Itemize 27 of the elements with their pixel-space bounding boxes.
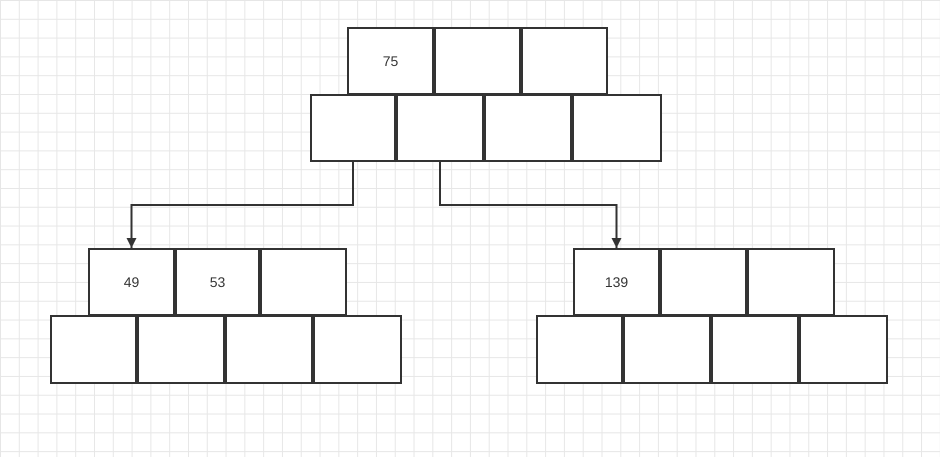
key-cell — [175, 248, 260, 316]
pointer-cell — [434, 27, 521, 95]
pointer-cell — [396, 94, 484, 162]
pointer-cell — [521, 27, 608, 95]
arrow — [439, 162, 622, 248]
key-value: 49 — [124, 274, 140, 290]
pointer-cell — [536, 315, 623, 384]
pointer-cell — [747, 248, 835, 316]
key-cell — [88, 248, 175, 316]
key-value: 139 — [604, 274, 628, 290]
key-value: 53 — [210, 274, 226, 290]
pointer-cell — [799, 315, 888, 384]
pointer-cell — [572, 94, 662, 162]
pointer-cell — [711, 315, 799, 384]
key-cell — [573, 248, 660, 316]
arrow — [126, 162, 354, 248]
pointer-cell — [484, 94, 572, 162]
key-cell — [347, 27, 434, 95]
pointer-cell — [260, 248, 347, 316]
pointer-cell — [623, 315, 711, 384]
pointer-cell — [313, 315, 402, 384]
pointer-cell — [50, 315, 137, 384]
pointer-cell — [310, 94, 396, 162]
pointer-cell — [225, 315, 313, 384]
pointer-cell — [137, 315, 225, 384]
key-value: 75 — [382, 53, 398, 69]
pointer-cell — [660, 248, 747, 316]
